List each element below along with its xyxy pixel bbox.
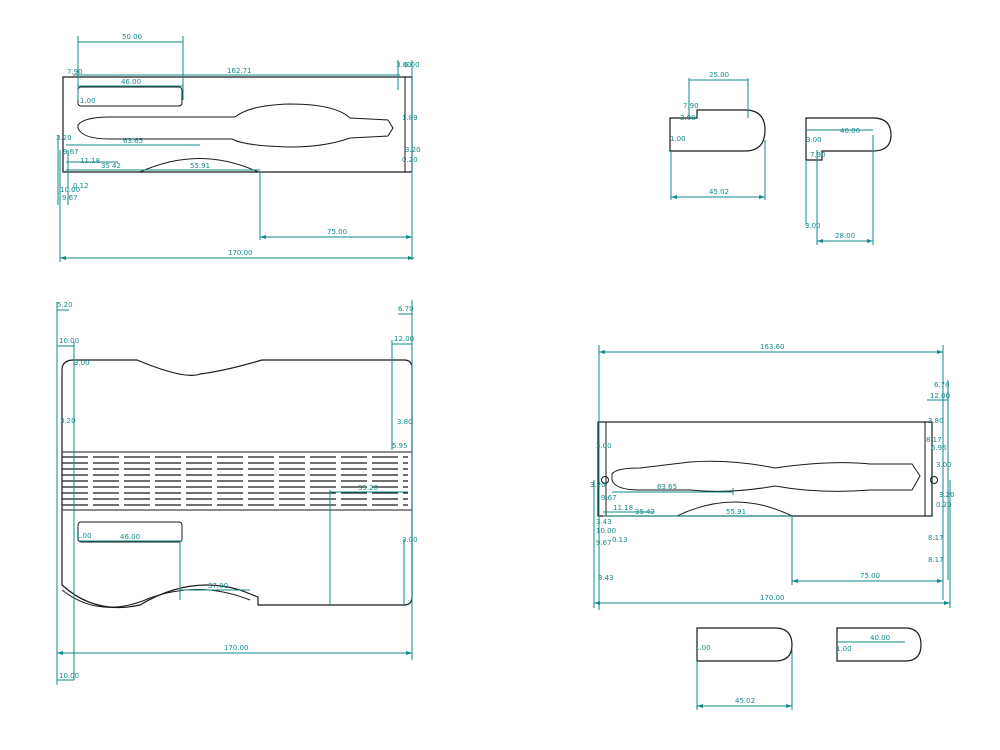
hole-right (930, 476, 938, 484)
dim-170-bl: 170.00 (224, 644, 249, 652)
dim-9-67-br: 9.67 (601, 494, 617, 502)
dim-50: 50.00 (122, 33, 142, 41)
dim-6-95: 6.95 (931, 444, 947, 452)
dim-11-18-br: 11.18 (613, 504, 633, 512)
dim-3-20-b: 3.20 (405, 146, 421, 154)
bottom-tab-a (696, 627, 793, 662)
top-left-view: 50.00 162.71 46.00 7.90 3.00 6.00 1.00 1… (56, 33, 421, 262)
dim-1-00: 1.00 (80, 97, 96, 105)
dim-3-00-a-tr: 3.00 (680, 114, 696, 122)
dim-3-20-br: 3.20 (590, 481, 606, 489)
dim-5-95: 5.95 (392, 442, 408, 450)
dim-3-80: 3.80 (397, 418, 413, 426)
bottom-tab-b (836, 627, 922, 662)
dim-40: 40.00 (840, 127, 860, 135)
side-wavy-profile (611, 460, 921, 492)
lower-slot (77, 521, 183, 543)
dim-3-00-bl: 3.00 (74, 359, 90, 367)
dim-6-70-br: 6.70 (934, 381, 950, 389)
large-plate-outline (61, 359, 413, 609)
dim-8-17-b: 8.17 (928, 534, 944, 542)
slot-field (62, 456, 408, 506)
dim-170: 170.00 (228, 249, 253, 257)
dim-3-00-c-tr: 3.00 (805, 222, 821, 230)
side-plate-outline (597, 421, 933, 517)
dim-42-br: 42 (646, 508, 655, 516)
dim-9-67-b: 9.67 (62, 194, 78, 202)
dim-170-br: 170.00 (760, 594, 785, 602)
dim-12-br: 12.00 (930, 392, 950, 400)
bottom-right-view: 163.60 6.70 12.00 3.80 3.00 8.17 6.95 3.… (590, 343, 955, 710)
lower-wave-b (61, 588, 251, 608)
dim-63-65: 63.65 (123, 137, 143, 145)
dim-12-00: 12.00 (394, 335, 414, 343)
bottom-arc (139, 158, 259, 173)
dim-3-00-br: 3.00 (596, 442, 612, 450)
dim-1-00-br-b: 1.00 (836, 645, 852, 653)
plate-outline (62, 76, 413, 173)
dim-11-18: 11.18 (80, 157, 100, 165)
dim-28: 28.00 (835, 232, 855, 240)
wavy-profile (77, 103, 394, 148)
dim-75: 75.00 (327, 228, 347, 236)
dim-3-43-a: 3.43 (596, 518, 612, 526)
dim-7-90-b: 7.90 (810, 151, 826, 159)
dim-3-00-a: 3.00 (396, 61, 412, 69)
dim-46: 46.00 (121, 78, 141, 86)
dim-10-00: 10.00 (60, 186, 80, 194)
dim-8-17-c: 8.17 (928, 556, 944, 564)
dim-3-20-bl: 3.20 (60, 417, 76, 425)
dim-0-12: 0.12 (73, 182, 89, 190)
dim-5-20: 5.20 (57, 301, 73, 309)
dim-3-00-b-bl: 3.00 (402, 536, 418, 544)
dim-55-91: 55.91 (190, 162, 210, 170)
dim-1-89: 1.89 (402, 114, 418, 122)
dim-7-90: 7.90 (67, 68, 83, 76)
top-right-view: 25.00 7.90 3.00 1.00 45.02 40.00 3.00 7.… (669, 71, 892, 245)
dim-40-br: 40.00 (870, 634, 890, 642)
dim-1-00-br-a: 1.00 (695, 644, 711, 652)
dim-55-91-br: 55.91 (726, 508, 746, 516)
side-bottom-arc (676, 501, 793, 517)
dim-3-43-b: 3.43 (598, 574, 614, 582)
dim-7-90-a: 7.90 (683, 102, 699, 110)
dim-45-02-br: 45.02 (735, 697, 755, 705)
dim-3-20-b-br: 3.20 (939, 491, 955, 499)
dim-45-02: 45.02 (709, 188, 729, 196)
dim-42: 42 (112, 162, 121, 170)
dim-9-67: 9.67 (63, 148, 79, 156)
dim-0-13: 0.13 (612, 536, 628, 544)
dim-35-br: 35 (635, 508, 644, 516)
dim-163-60: 163.60 (760, 343, 785, 351)
dim-1-00-bl: 1.00 (76, 532, 92, 540)
dim-0-20-br: 0.20 (936, 501, 952, 509)
dim-3-80-br: 3.80 (928, 417, 944, 425)
dim-3-00-b-br: 3.00 (936, 461, 952, 469)
dim-35-20: 35.20 (358, 484, 378, 492)
dim-75-br: 75.00 (860, 572, 880, 580)
dim-8-17-a: 8.17 (926, 436, 942, 444)
bottom-left-view: 5.20 10.00 3.00 3.20 6.70 12.00 3.80 5.9… (56, 300, 418, 685)
dim-10-br: 10.00 (596, 527, 616, 535)
dim-0-20: 0.20 (402, 156, 418, 164)
dim-10-00-a: 10.00 (59, 337, 79, 345)
dim-6-70: 6.70 (398, 305, 414, 313)
dim-35: 35 (101, 162, 110, 170)
dim-1-00-tr: 1.00 (670, 135, 686, 143)
dim-9-67-b-br: 9.67 (596, 539, 612, 547)
dim-3-00-b-tr: 3.00 (806, 136, 822, 144)
tab-part-a (669, 109, 766, 152)
dim-37: 37.00 (208, 582, 228, 590)
hole-left (601, 476, 609, 484)
dim-25: 25.00 (709, 71, 729, 79)
dim-46-bl: 46.00 (120, 533, 140, 541)
dim-63-65-br: 63.65 (657, 483, 677, 491)
dim-3-20-a: 3.20 (56, 134, 72, 142)
dim-10-00-b: 10.00 (59, 672, 79, 680)
dim-162-71: 162.71 (227, 67, 252, 75)
